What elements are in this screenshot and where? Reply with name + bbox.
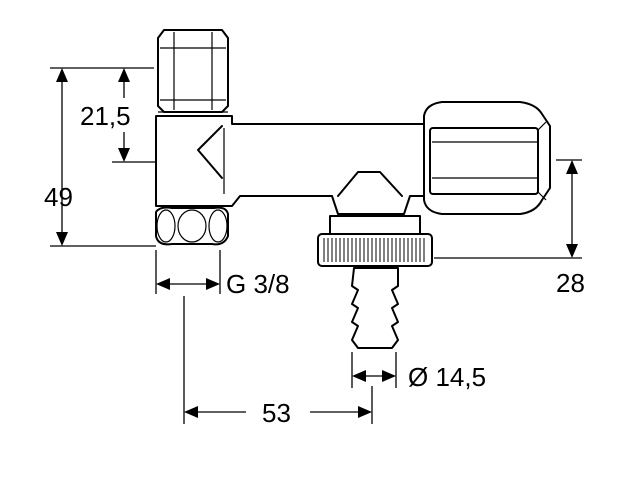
dim-label-diameter: Ø 14,5 [408,362,486,392]
knurled-nut [317,215,433,267]
valve-body [155,111,433,215]
dimension-53: 53 [183,296,373,428]
dimension-49: 49 [44,67,156,247]
bottom-hex-inlet [155,206,229,246]
dim-label-49: 49 [44,182,73,212]
dimension-diameter: Ø 14,5 [351,352,486,392]
dimension-28: 28 [434,159,585,298]
dim-label-thread: G 3/8 [226,269,290,299]
dimension-thread: G 3/8 [155,250,290,299]
handle-knob [423,101,551,215]
dim-label-21-5: 21,5 [80,101,131,131]
hose-barb [351,267,399,349]
top-hex-cap [157,29,229,113]
dim-label-53: 53 [262,398,291,428]
knurl-lines [323,238,425,262]
dim-label-28: 28 [556,268,585,298]
dimension-21-5: 21,5 [80,68,156,163]
